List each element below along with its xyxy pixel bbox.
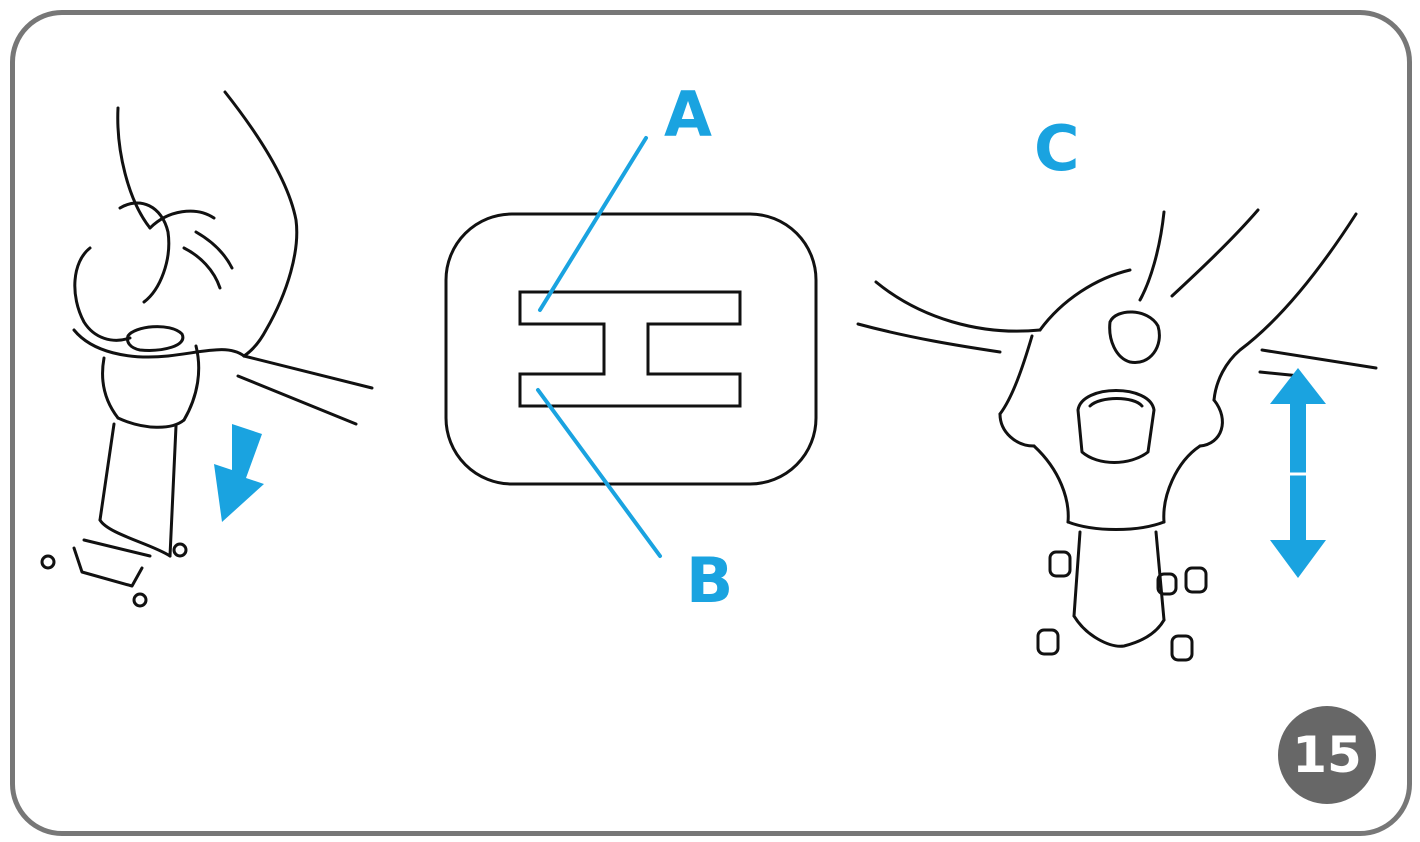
label-b: B [686,544,734,617]
step-number-badge: 15 [1278,706,1376,804]
hands-adjusting-buckle-icon [856,208,1378,662]
arrow-down-icon [214,424,264,522]
label-a: A [664,78,712,151]
hand-pulling-belt-icon [40,90,374,608]
leader-line-b [536,388,662,558]
label-c: C [1034,112,1080,185]
h-slot-plate-icon [444,212,818,486]
double-arrow-vertical-icon [1270,368,1326,578]
illustration-frame [10,10,1412,836]
leader-line-a [538,136,648,312]
label-leader-lines [536,136,662,558]
